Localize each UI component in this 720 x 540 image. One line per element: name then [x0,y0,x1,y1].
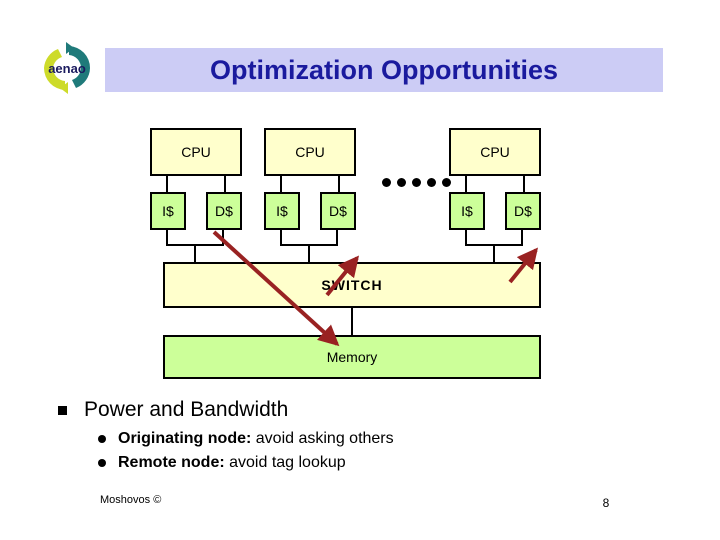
bullet-level2-row: Originating node: avoid asking others [98,428,658,449]
bullet-level2-bold: Originating node: [118,430,252,447]
ellipsis-dot [442,178,451,187]
ellipsis-dot [412,178,421,187]
dcache-box-node2: D$ [505,192,541,230]
bullet-level2-text: Originating node: avoid asking others [118,428,394,449]
cpu-box-node2: CPU [449,128,541,176]
aenao-logo: aenao [36,40,98,96]
bullet-list: Power and Bandwidth Originating node: av… [58,398,658,476]
wire-dcache2-down [521,230,523,246]
wire-node1-to-switch [308,244,310,262]
icache-box-node0: I$ [150,192,186,230]
dcache-box-node1: D$ [320,192,356,230]
wire-node0-to-switch [194,244,196,262]
bullet-level2-rest: avoid tag lookup [224,454,346,471]
memory-box: Memory [163,335,541,379]
round-bullet-icon [98,435,106,443]
bullet-level2-rest: avoid asking others [251,430,394,447]
footer-author: Moshovos © [100,494,162,506]
wire-node2-to-switch [493,244,495,262]
title-band [105,48,663,92]
wire-cpu2-to-dcache [523,176,525,192]
wire-cpu2-to-icache [465,176,467,192]
cpu-box-node0: CPU [150,128,242,176]
wire-icache2-down [465,230,467,246]
bullet-level2-row: Remote node: avoid tag lookup [98,452,658,473]
icache-box-node2: I$ [449,192,485,230]
switch-box: SWITCH [163,262,541,308]
page-title: Optimization Opportunities [210,55,558,85]
wire-cpu0-to-dcache [224,176,226,192]
square-bullet-icon [58,406,67,415]
dcache-box-node0: D$ [206,192,242,230]
bullet-level1-row: Power and Bandwidth [58,398,658,422]
wire-switch-to-memory [351,308,353,335]
bullet-level2-bold: Remote node: [118,454,225,471]
round-bullet-icon [98,459,106,467]
bullet-level2-text: Remote node: avoid tag lookup [118,452,346,473]
cpu-box-node1: CPU [264,128,356,176]
wire-cpu1-to-icache [280,176,282,192]
wire-cpu0-to-icache [166,176,168,192]
wire-icache0-down [166,230,168,246]
ellipsis-dot [427,178,436,187]
icache-box-node1: I$ [264,192,300,230]
bullet-level1-text: Power and Bandwidth [84,398,289,421]
svg-text:aenao: aenao [48,61,86,76]
footer-page-number: 8 [602,496,610,510]
wire-cpu1-to-dcache [338,176,340,192]
ellipsis-dot [382,178,391,187]
ellipsis-dot [397,178,406,187]
